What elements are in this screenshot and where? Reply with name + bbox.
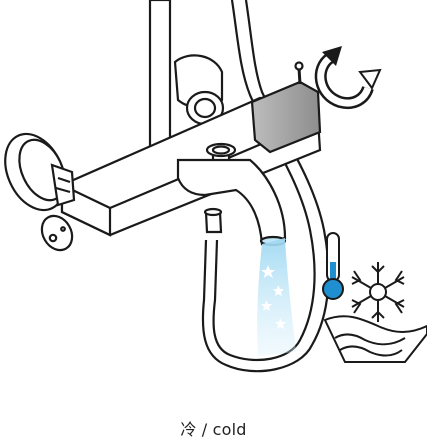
water-stream [257, 238, 296, 356]
riser-pipe [150, 0, 170, 150]
thermometer-icon [323, 233, 343, 299]
rotate-arrow-icon [321, 46, 380, 103]
wall-connector [175, 55, 223, 124]
caption-label: 冷 / cold [0, 416, 427, 440]
snowflake-icon [352, 262, 404, 322]
bath-spout [178, 160, 285, 245]
water-basin-icon [325, 316, 427, 362]
